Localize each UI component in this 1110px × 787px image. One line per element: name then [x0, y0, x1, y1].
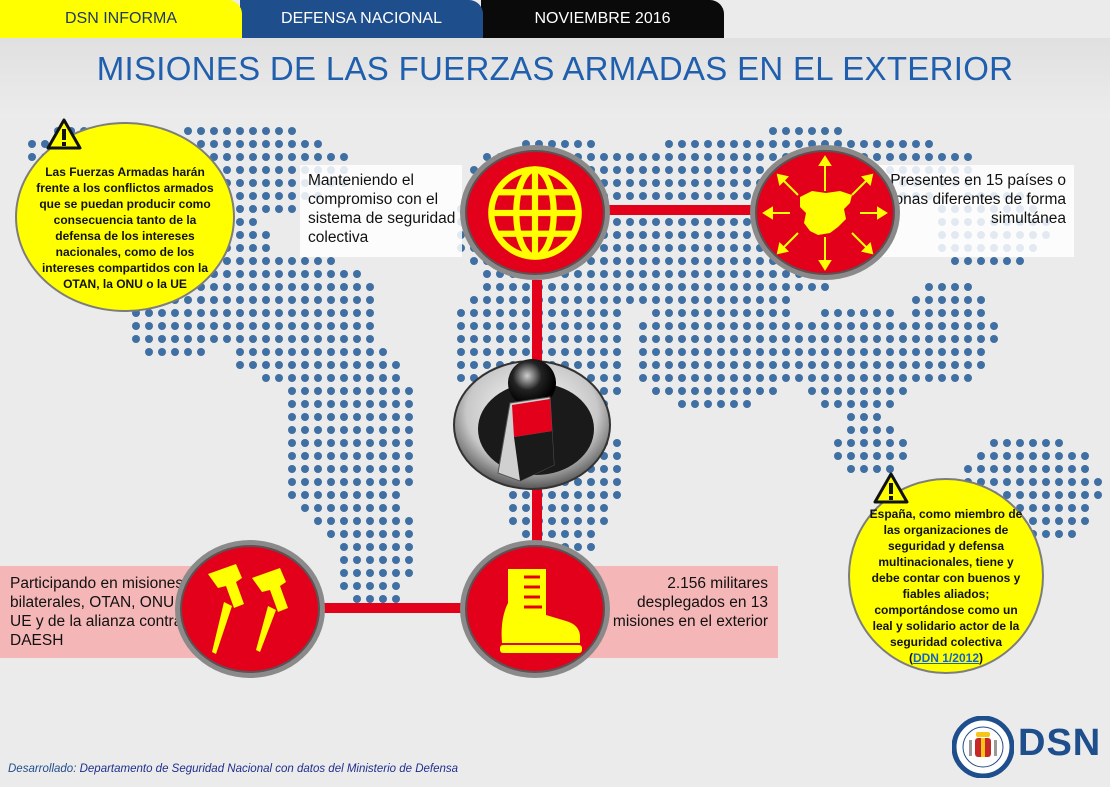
- tab-label: DEFENSA NACIONAL: [281, 10, 442, 27]
- tab-dsn-informa[interactable]: DSN INFORMA: [0, 0, 242, 38]
- label-compromiso: Manteniendo el compromiso con el sistema…: [300, 165, 462, 257]
- label-militares-text: 2.156 militares desplegados en 13 mision…: [612, 575, 768, 630]
- label-bilaterales-text: Participando en misiones bilaterales, OT…: [10, 575, 184, 649]
- label-compromiso-text: Manteniendo el compromiso con el sistema…: [308, 172, 456, 246]
- boot-icon: [500, 569, 582, 653]
- warning-icon: [873, 472, 909, 504]
- ddn-link[interactable]: DDN 1/2012: [912, 651, 980, 665]
- tab-label: NOVIEMBRE 2016: [534, 10, 671, 27]
- footer-credit-lead: Desarrollado:: [8, 763, 77, 775]
- tab-fecha[interactable]: NOVIEMBRE 2016: [481, 0, 724, 38]
- globe-circle: [460, 145, 610, 280]
- header-strip: [0, 38, 1110, 118]
- bubble-espana: España, como miembro de las organizacion…: [848, 478, 1044, 674]
- label-presentes-text: Presentes en 15 países o zonas diferente…: [886, 172, 1066, 227]
- bubble-fuerzas-armadas: Las Fuerzas Armadas harán frente a los c…: [15, 122, 235, 312]
- footer-credit: Desarrollado: Departamento de Seguridad …: [8, 763, 458, 775]
- center-emblem-icon: [453, 359, 611, 490]
- connector-globe-spain: [600, 205, 760, 215]
- pushpins-circle: [175, 540, 325, 678]
- label-militares: 2.156 militares desplegados en 13 mision…: [580, 566, 778, 658]
- ddn-link-wrap: (DDN 1/2012): [908, 651, 984, 665]
- label-bilaterales: Participando en misiones bilaterales, OT…: [0, 566, 206, 658]
- footer-credit-text: Departamento de Seguridad Nacional con d…: [79, 763, 459, 775]
- bubble-espana-text: España, como miembro de las organizacion…: [869, 507, 1023, 649]
- spain-arrows-icon: [762, 154, 888, 271]
- dsn-brand: DSN: [1018, 722, 1102, 764]
- tab-label: DSN INFORMA: [65, 10, 177, 27]
- boot-circle: [460, 540, 610, 678]
- globe-icon: [488, 165, 582, 260]
- tab-defensa-nacional[interactable]: DEFENSA NACIONAL: [240, 0, 483, 38]
- page-title: MISIONES DE LAS FUERZAS ARMADAS EN EL EX…: [96, 50, 1014, 87]
- warning-icon: [46, 118, 82, 150]
- bubble-fuerzas-armadas-text: Las Fuerzas Armadas harán frente a los c…: [36, 165, 214, 291]
- spain-circle: [750, 145, 900, 280]
- connector-pins-boot: [320, 603, 480, 613]
- dsn-emblem-icon: [952, 716, 1014, 778]
- pushpins-icon: [208, 564, 288, 654]
